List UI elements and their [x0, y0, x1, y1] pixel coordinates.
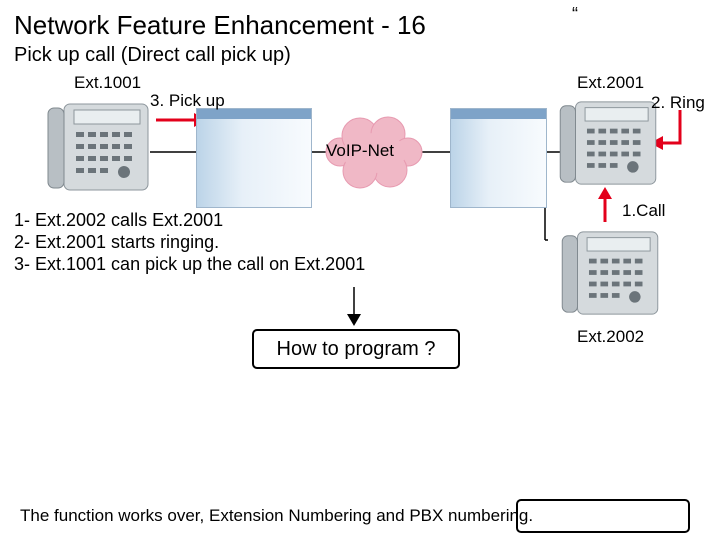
step-item: 3- Ext.1001 can pick up the call on Ext.… [14, 254, 366, 274]
pbx-unit-1 [196, 108, 312, 208]
phone-ext2001-icon [559, 101, 657, 185]
phone-ext2002-icon [561, 231, 659, 315]
label-call: 1.Call [622, 201, 666, 220]
footer-box [516, 499, 690, 533]
label-pick-up: 3. Pick up [150, 91, 225, 110]
call-arrow [598, 187, 612, 222]
ring-arrow [650, 110, 682, 150]
steps-list: 1- Ext.2002 calls Ext.2001 2- Ext.2001 s… [14, 209, 365, 275]
page-title: Network Feature Enhancement - 16 [14, 10, 426, 40]
howto-arrow [347, 287, 361, 326]
page-subtitle: Pick up call (Direct call pick up) [14, 44, 291, 66]
footer-text: The function works over, Extension Numbe… [20, 506, 534, 525]
howto-program-box[interactable]: How to program ? [252, 329, 460, 369]
label-ext1001: Ext.1001 [74, 73, 142, 92]
quote-mark: “ [572, 4, 578, 24]
phone-ext1001-icon [47, 103, 149, 191]
label-network: VoIP-Net [326, 141, 395, 160]
label-ext2002: Ext.2002 [577, 327, 645, 346]
voip-cloud [325, 116, 423, 189]
pbx-unit-2 [450, 108, 547, 208]
step-item: 1- Ext.2002 calls Ext.2001 [14, 210, 224, 230]
step-item: 2- Ext.2001 starts ringing. [14, 232, 220, 252]
label-ring: 2. Ring [651, 93, 705, 112]
label-ext2001: Ext.2001 [577, 73, 645, 92]
